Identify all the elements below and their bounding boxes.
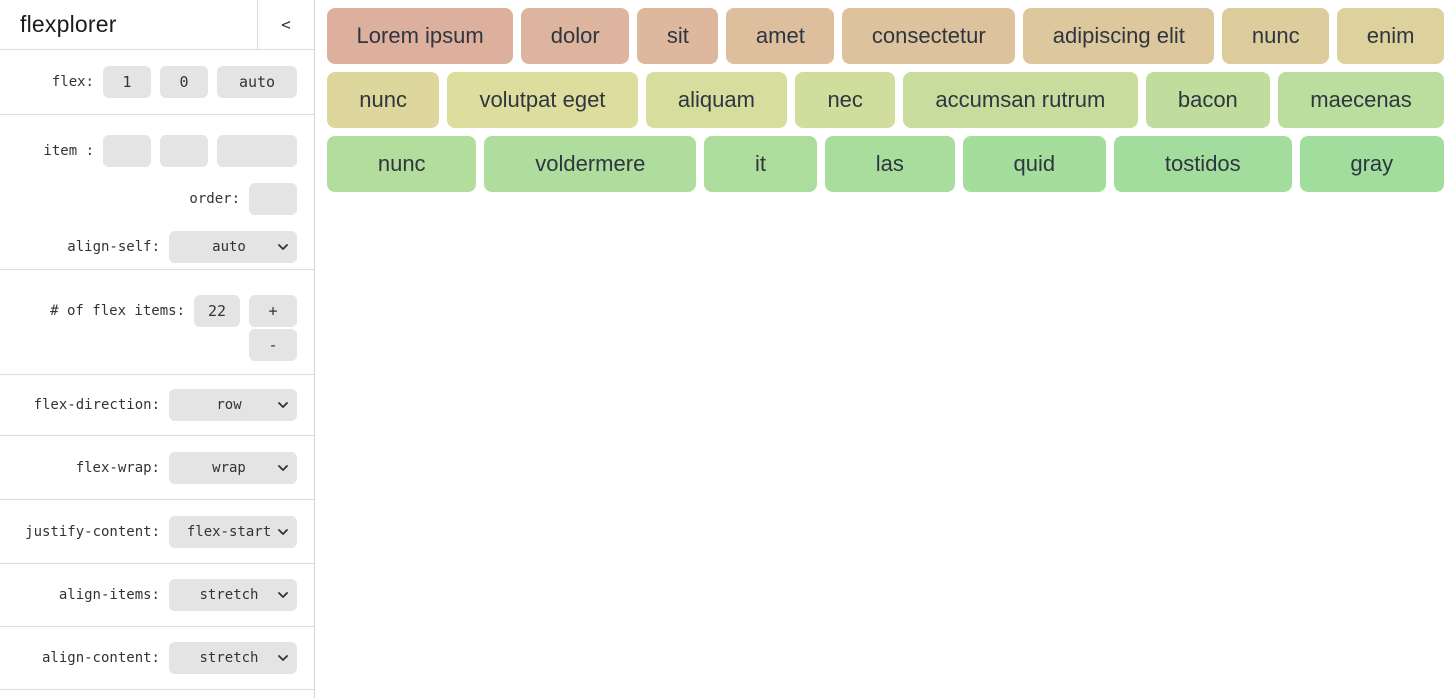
flex-grow-input[interactable] [103, 66, 151, 98]
sidebar-header: flexplorer < [0, 0, 314, 50]
flex-direction-label: flex-direction: [33, 397, 160, 413]
align-self-select[interactable]: auto [169, 231, 297, 263]
chevron-down-icon [278, 528, 288, 535]
decrement-items-button[interactable]: - [249, 329, 297, 361]
item-count-input[interactable] [194, 295, 240, 327]
item-count-section: # of flex items: + - [0, 270, 314, 375]
flex-basis-input[interactable] [217, 66, 297, 98]
flex-label: flex: [51, 74, 94, 90]
flex-wrap-value: wrap [212, 459, 246, 476]
flex-item: maecenas [1278, 72, 1445, 128]
justify-content-value: flex-start [186, 523, 272, 540]
flex-item: nec [795, 72, 896, 128]
app-title: flexplorer [20, 11, 117, 37]
flex-direction-value: row [216, 397, 242, 413]
flex-item: aliquam [645, 72, 788, 128]
flex-item: voldermere [484, 136, 697, 192]
align-content-select[interactable]: stretch [169, 642, 297, 674]
align-items-select[interactable]: stretch [169, 579, 297, 611]
chevron-down-icon [278, 655, 288, 661]
flex-direction-select[interactable]: row [169, 389, 297, 421]
align-content-value: stretch [199, 650, 259, 666]
flex-item: consectetur [842, 8, 1016, 64]
flex-item: volutpat eget [447, 72, 638, 128]
collapse-sidebar-button[interactable]: < [257, 0, 314, 49]
item-section: item : order: align-self: auto [0, 115, 314, 270]
order-input[interactable] [249, 183, 297, 215]
flex-item: quid [962, 136, 1106, 192]
sidebar: flexplorer < flex: item : order: align-s… [0, 0, 315, 698]
flex-wrap-section: flex-wrap: wrap [0, 436, 314, 500]
flex-item: sit [637, 8, 719, 64]
flex-direction-section: flex-direction: row [0, 375, 314, 436]
align-items-value: stretch [199, 587, 259, 603]
item-count-stepper: + - [249, 295, 297, 361]
flex-item: las [824, 136, 955, 192]
flex-item: dolor [521, 8, 630, 64]
justify-content-section: justify-content: flex-start [0, 500, 314, 564]
align-items-section: align-items: stretch [0, 564, 314, 627]
chevron-down-icon [278, 464, 288, 471]
align-self-value: auto [212, 239, 246, 255]
flex-item: gray [1299, 136, 1445, 192]
flex-item: bacon [1145, 72, 1271, 128]
flex-item: nunc [327, 136, 477, 192]
justify-content-select[interactable]: flex-start [169, 515, 297, 548]
align-self-label: align-self: [67, 239, 160, 255]
flex-wrap-label: flex-wrap: [75, 459, 160, 476]
align-content-label: align-content: [41, 650, 160, 666]
flex-item: tostidos [1114, 136, 1292, 192]
item-shrink-input[interactable] [160, 135, 208, 167]
flex-item: it [704, 136, 817, 192]
item-count-label: # of flex items: [50, 303, 185, 319]
flex-item: Lorem ipsum [327, 8, 514, 64]
flex-item: nunc [327, 72, 440, 128]
align-content-section: align-content: stretch [0, 627, 314, 690]
flex-item: amet [726, 8, 835, 64]
chevron-down-icon [278, 402, 288, 408]
flex-item: accumsan rutrum [903, 72, 1138, 128]
flex-item: adipiscing elit [1023, 8, 1215, 64]
align-items-label: align-items: [58, 587, 160, 603]
order-label: order: [189, 191, 240, 207]
flex-item: enim [1337, 8, 1444, 64]
increment-items-button[interactable]: + [249, 295, 297, 327]
flex-section: flex: [0, 50, 314, 115]
item-basis-input[interactable] [217, 135, 297, 167]
flex-item: nunc [1222, 8, 1330, 64]
chevron-down-icon [278, 592, 288, 598]
item-grow-input[interactable] [103, 135, 151, 167]
flex-shrink-input[interactable] [160, 66, 208, 98]
flex-wrap-select[interactable]: wrap [169, 451, 297, 484]
item-label: item : [43, 143, 94, 159]
chevron-down-icon [278, 244, 288, 250]
justify-content-label: justify-content: [25, 523, 160, 540]
